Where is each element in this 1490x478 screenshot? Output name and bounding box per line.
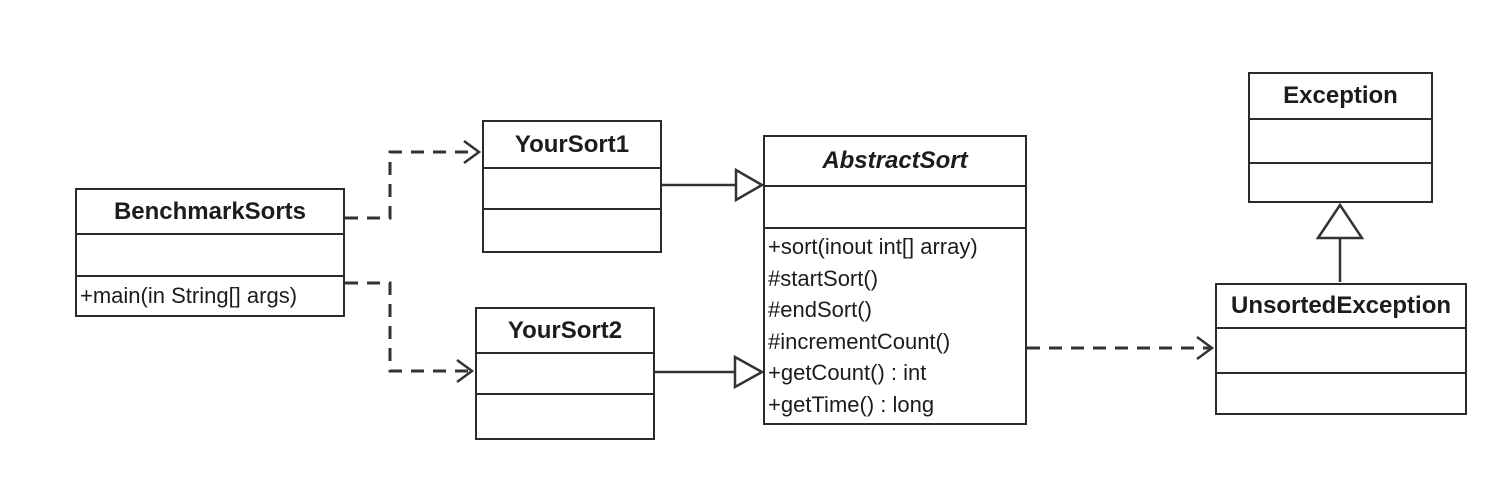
class-name: UnsortedException xyxy=(1217,285,1465,329)
generalization-arrow-yoursort1-abstractsort xyxy=(662,167,765,203)
method-endsort: #endSort() xyxy=(768,297,872,322)
method-gettime: +getTime() : long xyxy=(768,391,935,417)
class-unsortedexception: UnsortedException xyxy=(1215,283,1467,415)
dependency-arrow-benchmarksorts-yoursort2 xyxy=(345,281,475,384)
class-name: YourSort2 xyxy=(477,309,653,354)
class-name: BenchmarkSorts xyxy=(77,190,343,235)
method-startsort: #startSort() xyxy=(768,265,879,291)
class-name: AbstractSort xyxy=(765,137,1025,187)
generalization-arrow-unsortedexception-exception xyxy=(1315,202,1365,282)
methods-section xyxy=(484,210,660,251)
class-exception: Exception xyxy=(1248,72,1433,203)
class-name: Exception xyxy=(1250,74,1431,120)
methods-section: +main(in String[] args) xyxy=(77,277,343,315)
method-incrementcount: #incrementCount() xyxy=(768,328,951,354)
class-benchmarksorts: BenchmarkSorts +main(in String[] args) xyxy=(75,188,345,317)
methods-section xyxy=(1217,374,1465,413)
methods-section xyxy=(1250,164,1431,201)
methods-section: +sort(inout int[] array) #startSort() #e… xyxy=(765,229,1025,425)
class-abstractsort: AbstractSort +sort(inout int[] array) #s… xyxy=(763,135,1027,425)
attributes-section xyxy=(77,235,343,277)
attributes-section xyxy=(484,169,660,210)
attributes-section xyxy=(1250,120,1431,164)
generalization-arrow-yoursort2-abstractsort xyxy=(655,354,765,390)
method-getcount: +getCount() : int xyxy=(768,360,927,385)
attributes-section xyxy=(765,187,1025,229)
dependency-arrow-abstractsort-unsortedexception xyxy=(1027,335,1215,361)
class-yoursort1: YourSort1 xyxy=(482,120,662,253)
class-yoursort2: YourSort2 xyxy=(475,307,655,440)
attributes-section xyxy=(1217,329,1465,374)
dependency-arrow-benchmarksorts-yoursort1 xyxy=(345,139,482,220)
methods-section xyxy=(477,395,653,438)
method-main: +main(in String[] args) xyxy=(80,283,298,308)
class-name: YourSort1 xyxy=(484,122,660,169)
method-sort: +sort(inout int[] array) xyxy=(768,234,978,259)
attributes-section xyxy=(477,354,653,395)
